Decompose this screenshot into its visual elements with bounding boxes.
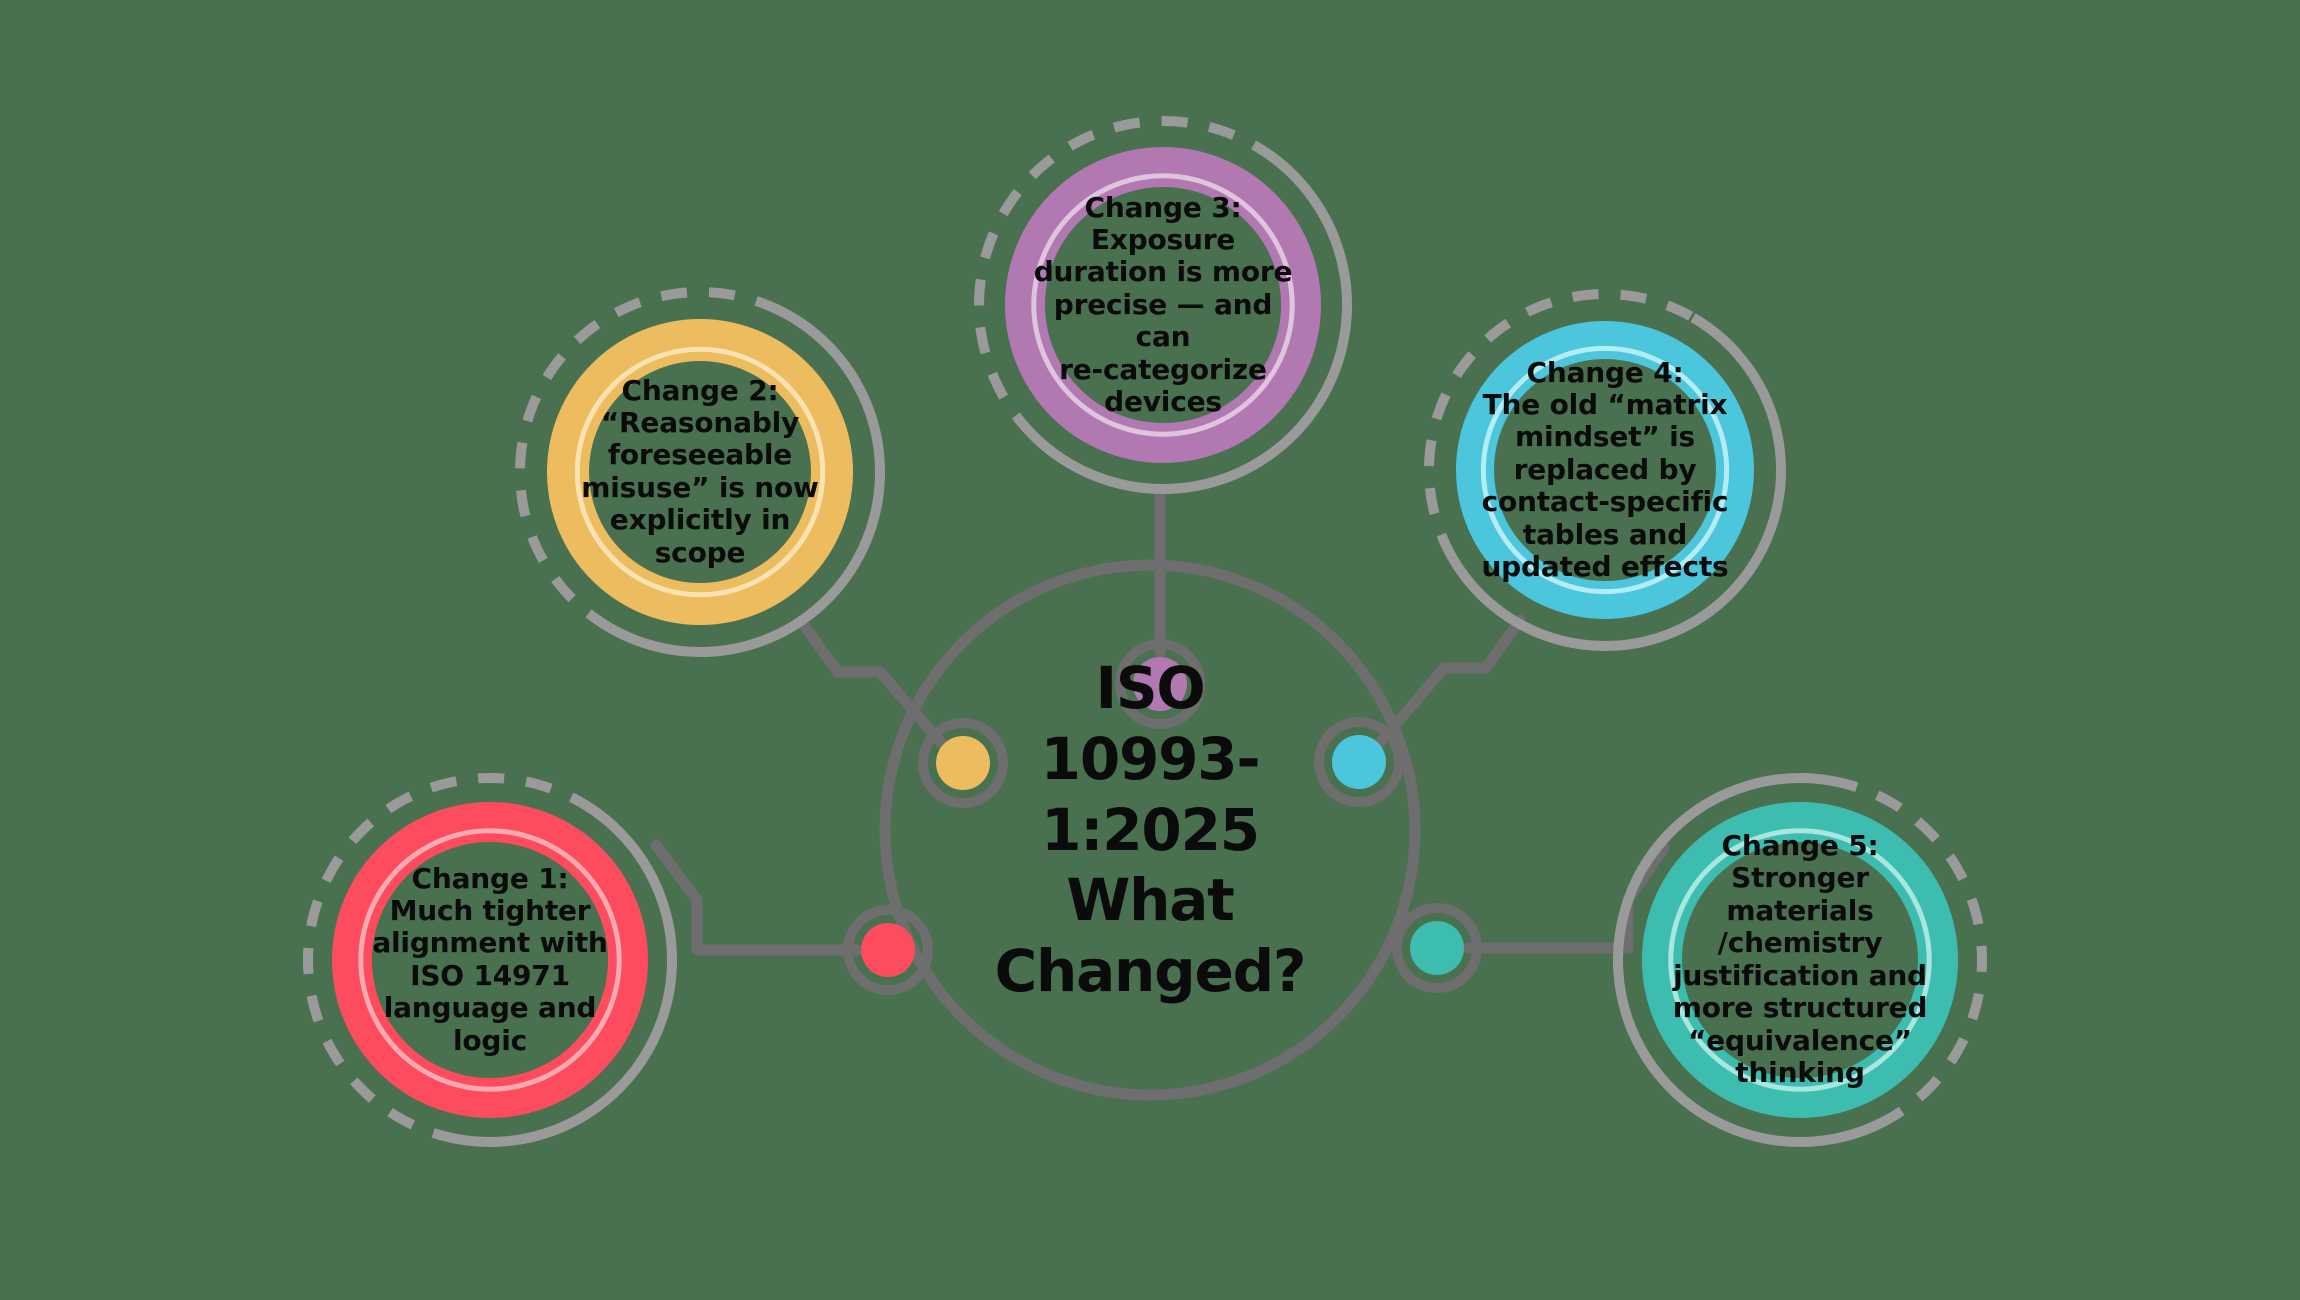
dot-change-2-ring — [918, 718, 1008, 808]
dot-change-2-disc — [936, 736, 990, 790]
dot-change-4-ring — [1314, 717, 1404, 807]
inner-accent-line-3 — [1031, 173, 1295, 437]
dot-change-3-ring — [1115, 639, 1205, 729]
outer-gray-dashed-arc-1 — [303, 773, 584, 1145]
change-ring-5 — [1613, 773, 1987, 1147]
color-ring-5 — [1642, 802, 1958, 1118]
connector-line-change-4 — [1373, 614, 1526, 750]
change-ring-1 — [303, 773, 677, 1147]
dot-change-1-ring — [843, 905, 933, 995]
outer-gray-dashed-arc-3 — [974, 116, 1258, 439]
outer-gray-solid-arc-3 — [1029, 141, 1352, 494]
change-ring-3 — [974, 116, 1352, 494]
outer-gray-dashed-arc-5 — [1830, 775, 1987, 1122]
dot-change-4-disc — [1332, 735, 1386, 789]
dot-change-5 — [1392, 903, 1482, 993]
outer-gray-solid-arc-5 — [1613, 773, 1894, 1147]
connector-dots-layer — [843, 639, 1482, 995]
dot-change-2 — [918, 718, 1008, 808]
color-ring-1 — [332, 802, 648, 1118]
hub-outline-circle — [879, 559, 1421, 1101]
inner-accent-line-2 — [574, 346, 826, 598]
connector-line-change-5 — [1462, 842, 1670, 954]
central-hub-circle — [879, 559, 1421, 1101]
dot-change-5-ring — [1392, 903, 1482, 993]
color-ring-4 — [1456, 321, 1754, 619]
outer-gray-solid-arc-2 — [607, 298, 885, 657]
inner-accent-line-1 — [358, 828, 622, 1092]
dot-change-1 — [843, 905, 933, 995]
change-ring-2 — [514, 287, 885, 657]
color-ring-3 — [1005, 147, 1321, 463]
change-ring-4 — [1424, 289, 1786, 651]
outer-gray-solid-arc-4 — [1448, 313, 1786, 651]
connector-line-change-1 — [650, 839, 863, 956]
inner-accent-line-5 — [1668, 828, 1932, 1092]
dot-change-1-disc — [861, 923, 915, 977]
inner-accent-line-4 — [1480, 345, 1730, 595]
dot-change-5-disc — [1410, 921, 1464, 975]
change-rings-layer — [303, 116, 1987, 1147]
outer-gray-dashed-arc-2 — [514, 287, 764, 633]
dot-change-4 — [1314, 717, 1404, 807]
outer-gray-dashed-arc-4 — [1424, 289, 1696, 561]
color-ring-2 — [547, 319, 853, 625]
dot-change-3-disc — [1133, 657, 1187, 711]
dot-change-3 — [1115, 639, 1205, 729]
outer-gray-solid-arc-1 — [457, 798, 677, 1147]
